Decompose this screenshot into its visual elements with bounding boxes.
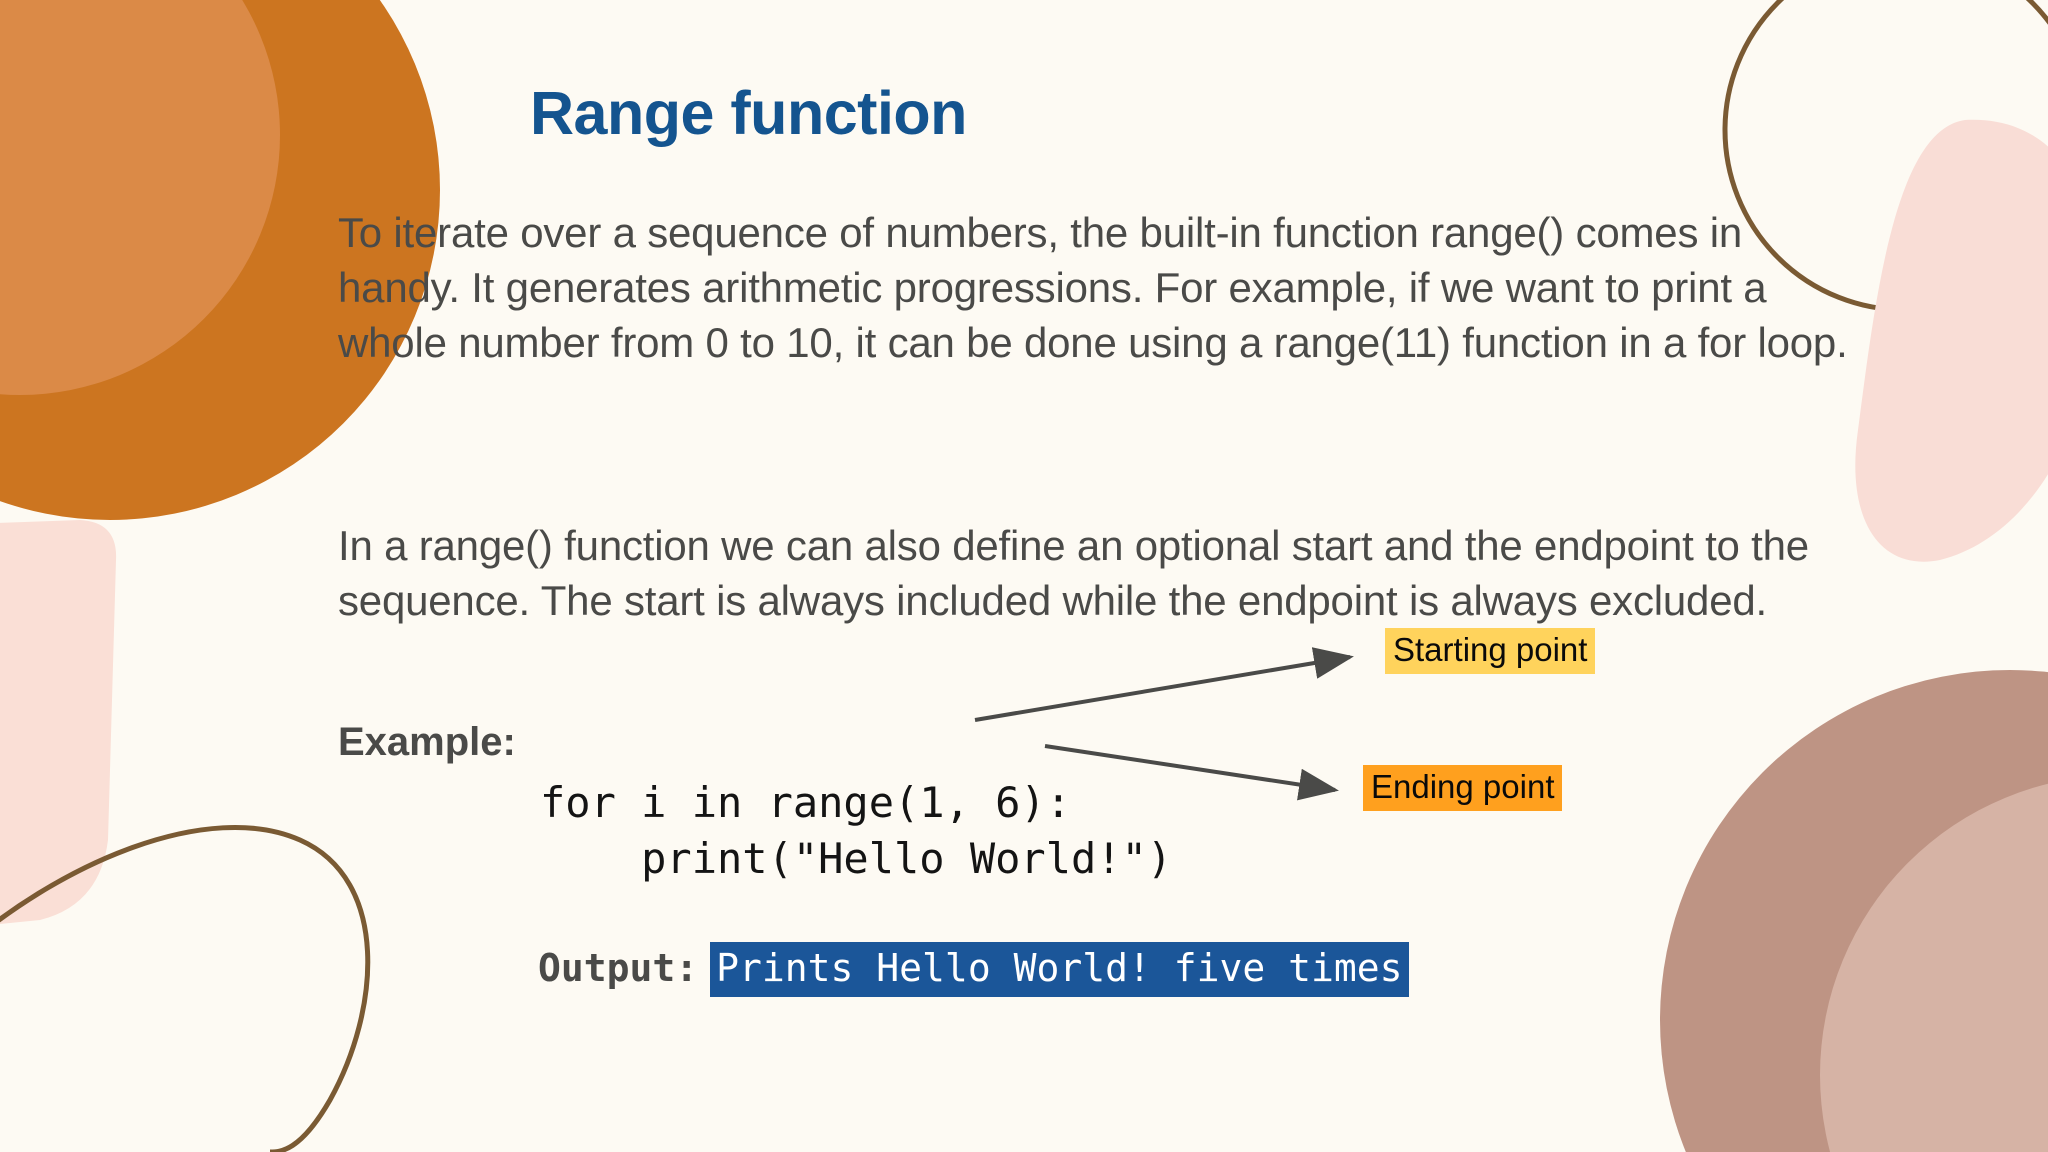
- callout-ending-point: Ending point: [1363, 765, 1563, 811]
- output-value: Prints Hello World! five times: [710, 942, 1409, 997]
- body-paragraph-2: In a range() function we can also define…: [338, 522, 1809, 624]
- callout-starting-point: Starting point: [1385, 628, 1596, 674]
- output-label: Output:: [538, 946, 699, 990]
- output-row: Output: Prints Hello World! five times: [538, 942, 1409, 997]
- page-title: Range function: [530, 79, 967, 147]
- example-label: Example:: [338, 720, 516, 764]
- code-snippet: for i in range(1, 6): print("Hello World…: [540, 778, 1173, 883]
- body-paragraph-1: To iterate over a sequence of numbers, t…: [338, 209, 1848, 366]
